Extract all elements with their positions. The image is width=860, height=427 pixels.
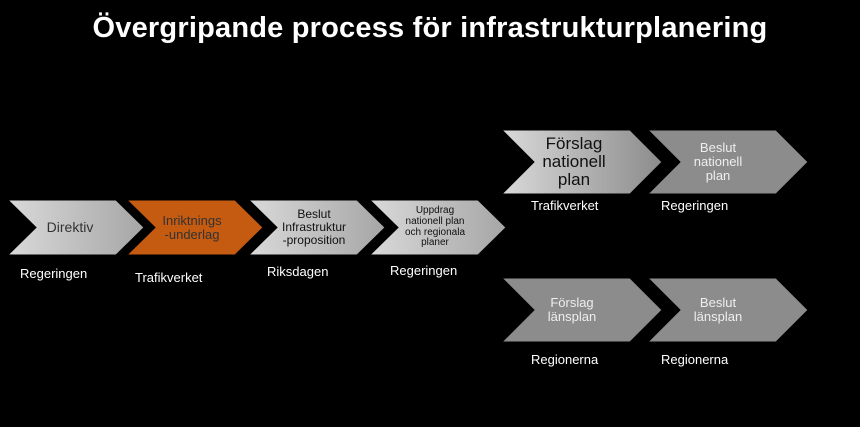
step-actor: Regeringen [661,198,729,213]
chevron-polygon [500,277,663,343]
step-infrastrukturproposition: Beslut Infrastruktur -proposition [247,199,386,256]
chevron-polygon [125,199,264,256]
step-label: Förslag länsplan [547,295,597,324]
step-actor: Riksdagen [267,264,329,279]
step-actor: Trafikverket [531,198,599,213]
step-beslut-lansplan: Beslut länsplan [646,277,809,343]
step-label: Inriktnings -underlag [162,212,222,242]
step-label: Förslag nationell plan [542,133,606,189]
diagram-title: Övergripande process för infrastrukturpl… [92,12,768,44]
chevron-polygon [368,199,507,256]
step-forslag-nationell-plan: Förslag nationell plan [500,129,663,195]
step-beslut-nationell-plan: Beslut nationell plan [646,129,809,195]
step-inriktningsunderlag: Inriktnings -underlag [125,199,264,256]
chevron-shape [368,199,507,256]
step-uppdrag: Uppdrag nationell plan och regionala pla… [368,199,507,256]
step-label: Beslut nationell plan [693,140,743,183]
chevron-shape [500,277,663,343]
step-actor: Regionerna [661,352,729,367]
chevron-polygon [646,129,809,195]
chevron-shape [500,129,663,195]
chevron-shape [6,199,145,256]
chevron-shape [646,129,809,195]
step-label: Beslut länsplan [693,295,743,324]
step-label: Uppdrag nationell plan och regionala pla… [404,205,466,249]
step-actor: Trafikverket [135,270,203,285]
chevron-polygon [6,199,145,256]
chevron-polygon [500,129,663,195]
chevron-polygon [247,199,386,256]
step-label: Beslut Infrastruktur -proposition [281,207,347,247]
chevron-shape [646,277,809,343]
step-actor: Regionerna [531,352,599,367]
step-actor: Regeringen [20,266,88,281]
chevron-polygon [646,277,809,343]
step-direktiv: Direktiv [6,199,145,256]
step-label: Direktiv [46,219,94,236]
step-actor: Regeringen [390,263,458,278]
chevron-shape [125,199,264,256]
chevron-shape [247,199,386,256]
step-forslag-lansplan: Förslag länsplan [500,277,663,343]
